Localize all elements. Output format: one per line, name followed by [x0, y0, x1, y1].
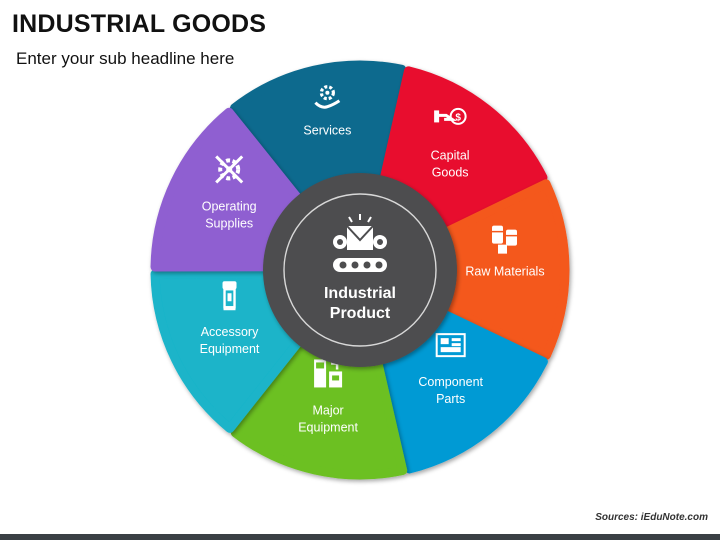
segment-label-line2-operating-supplies: Supplies — [205, 216, 253, 230]
segment-label-line2-component-parts: Parts — [436, 392, 465, 406]
center-label-line1: Industrial — [324, 285, 396, 302]
source-note: Sources: iEduNote.com — [595, 512, 708, 523]
drill-icon — [222, 281, 237, 311]
segment-label-line2-major-equipment: Equipment — [298, 420, 358, 434]
segment-label-line2-accessory-equipment: Equipment — [200, 342, 260, 356]
segment-label-component-parts: Component — [418, 375, 483, 389]
svg-text:$: $ — [455, 112, 461, 123]
segment-label-raw-materials: Raw Materials — [465, 265, 544, 279]
circuit-board-icon — [435, 333, 466, 358]
barrels-icon — [491, 225, 517, 254]
money-hand-icon: $ — [434, 107, 467, 125]
segment-label-line2-capital-goods: Goods — [432, 165, 469, 179]
center-ring — [283, 193, 437, 347]
bottom-bar — [0, 534, 720, 540]
center-hub: Industrial Product — [263, 173, 457, 367]
gear-hand-icon — [314, 85, 341, 109]
page-title: INDUSTRIAL GOODS — [12, 10, 267, 38]
segment-label-services: Services — [303, 124, 351, 138]
page-subtitle: Enter your sub headline here — [16, 49, 235, 68]
center-label-line2: Product — [330, 305, 391, 322]
segment-label-accessory-equipment: Accessory — [201, 325, 259, 339]
segment-label-major-equipment: Major — [312, 403, 343, 417]
tools-gear-icon — [215, 155, 244, 184]
conveyor-box-icon — [333, 214, 387, 272]
segment-label-operating-supplies: Operating — [202, 199, 257, 213]
segment-label-capital-goods: Capital — [431, 148, 470, 162]
